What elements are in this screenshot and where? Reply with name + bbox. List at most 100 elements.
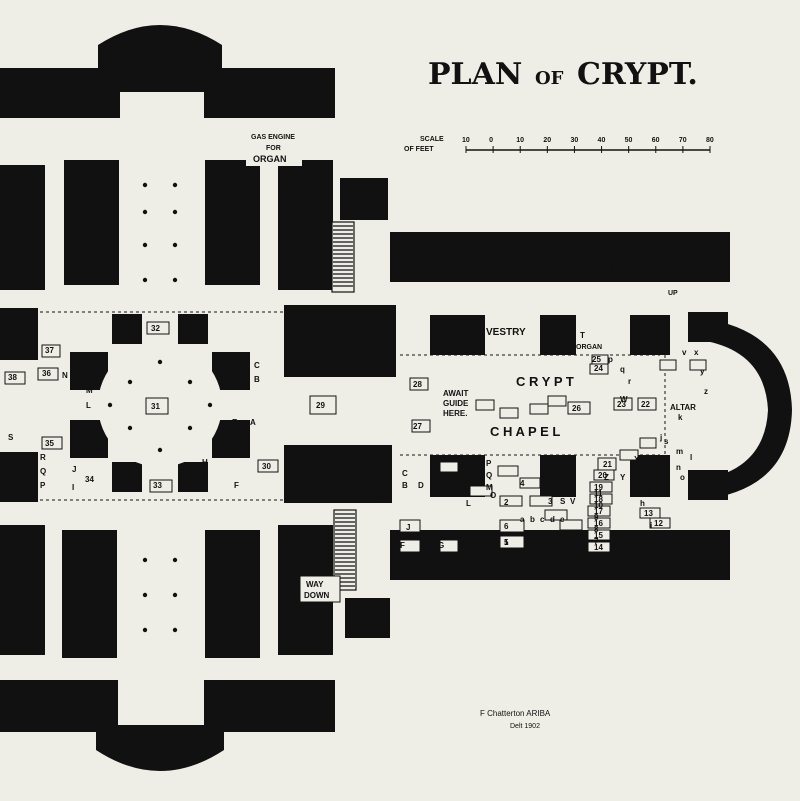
scale-tick-label: 0 — [489, 137, 493, 144]
tomb-box — [589, 493, 613, 505]
south-pier-3 — [205, 530, 260, 658]
staircases — [331, 221, 357, 591]
tomb-letter: L — [466, 499, 471, 508]
oct-n-block-2 — [178, 314, 208, 344]
tomb-box — [409, 377, 429, 391]
tomb-number: 20 — [598, 471, 607, 480]
tomb-letter: J — [406, 523, 410, 532]
scale-tick-label: 70 — [679, 137, 687, 144]
tomb-number: 9 — [594, 513, 599, 522]
tomb-number: 30 — [262, 462, 271, 471]
gas-engine-box — [246, 130, 302, 166]
way-down-2: DOWN — [304, 591, 330, 600]
column-dot — [127, 425, 133, 431]
crypt-label: C R Y P T — [516, 374, 574, 389]
tomb-number: 15 — [594, 531, 603, 540]
tomb-box — [411, 419, 431, 433]
tomb-number: 12 — [654, 519, 663, 528]
tomb-letter: P — [486, 459, 492, 468]
pier-nw — [0, 308, 38, 360]
column-dot — [172, 557, 178, 563]
north-pier-1 — [0, 165, 45, 290]
tomb-box — [399, 519, 421, 533]
vestry-label: VESTRY — [486, 327, 526, 338]
choir-pier-s2 — [540, 455, 576, 497]
tomb-number: 27 — [413, 422, 422, 431]
tomb-letter: z — [704, 387, 708, 396]
tomb-letter: P — [40, 481, 46, 490]
tomb-letter: W — [620, 395, 628, 404]
tomb-number: 37 — [45, 346, 54, 355]
scale-tick-label: 80 — [706, 137, 714, 144]
tomb-box — [519, 477, 541, 489]
tomb-letter: i — [650, 521, 652, 530]
tomb-box — [659, 359, 677, 371]
tomb-number: 3 — [548, 497, 553, 506]
tomb-number: 36 — [42, 369, 51, 378]
tomb-letter: G — [202, 471, 208, 480]
tomb-letter: F — [400, 541, 405, 550]
tomb-letter: S — [8, 433, 14, 442]
tomb-box — [637, 397, 657, 411]
tomb-box — [499, 407, 519, 419]
scale-tick-label: 50 — [625, 137, 633, 144]
tomb-letter: H — [540, 471, 546, 480]
tomb-letter: E — [432, 481, 438, 490]
tomb-number: 26 — [572, 404, 581, 413]
tomb-box — [469, 485, 493, 497]
scale-tick-label: 40 — [598, 137, 606, 144]
east-apse — [690, 318, 792, 500]
organ-label: ORGAN — [576, 344, 602, 351]
tomb-letter: c — [540, 515, 545, 524]
tomb-letter: C — [402, 469, 408, 478]
tomb-letter: p — [608, 355, 613, 364]
gas-engine-label-2: FOR — [266, 145, 281, 152]
tomb-letter: D — [418, 481, 424, 490]
column-dot — [172, 182, 178, 188]
tomb-letter: g — [648, 485, 653, 494]
tomb-letter: q — [620, 365, 625, 374]
tomb-box — [619, 449, 639, 461]
tomb-letter: y — [700, 367, 705, 376]
up-label: UP — [668, 290, 678, 297]
nave-opening-n — [120, 92, 204, 162]
column-dot — [142, 242, 148, 248]
tomb-box — [37, 367, 59, 381]
column-dot — [172, 209, 178, 215]
tomb-letter: E — [232, 418, 238, 427]
title-plan: PLAN — [428, 57, 522, 92]
tomb-number: 32 — [151, 324, 160, 333]
tomb-number: 14 — [594, 543, 603, 552]
column-dot — [172, 277, 178, 283]
pier-se — [284, 445, 392, 503]
tomb-box — [439, 539, 459, 553]
tomb-number: 18 — [594, 495, 603, 504]
tomb-box — [149, 479, 173, 493]
tomb-box — [587, 505, 611, 517]
scale-tick-label: 10 — [516, 137, 524, 144]
tomb-number: 17 — [594, 507, 603, 516]
tomb-letter: Q — [486, 471, 492, 480]
column-dot — [142, 557, 148, 563]
apse-pier-s — [688, 470, 728, 500]
column-dot — [207, 402, 213, 408]
tomb-number: 23 — [617, 400, 626, 409]
north-pier-4 — [278, 160, 333, 290]
scale-tick-label: 10 — [462, 137, 470, 144]
pier-ne — [284, 305, 396, 377]
tomb-letter: M — [486, 483, 493, 492]
south-pier-1 — [0, 525, 45, 655]
oct-s-block-2 — [178, 462, 208, 492]
tomb-letter: C — [254, 361, 260, 370]
tomb-number: 4 — [520, 479, 525, 488]
title-crypt: CRYPT. — [577, 57, 698, 92]
scale-tick-label: 60 — [652, 137, 660, 144]
tomb-box — [41, 436, 63, 450]
tomb-number: 34 — [85, 475, 94, 484]
tomb-number: 19 — [594, 483, 603, 492]
column-dot — [142, 277, 148, 283]
tomb-box — [529, 403, 549, 415]
